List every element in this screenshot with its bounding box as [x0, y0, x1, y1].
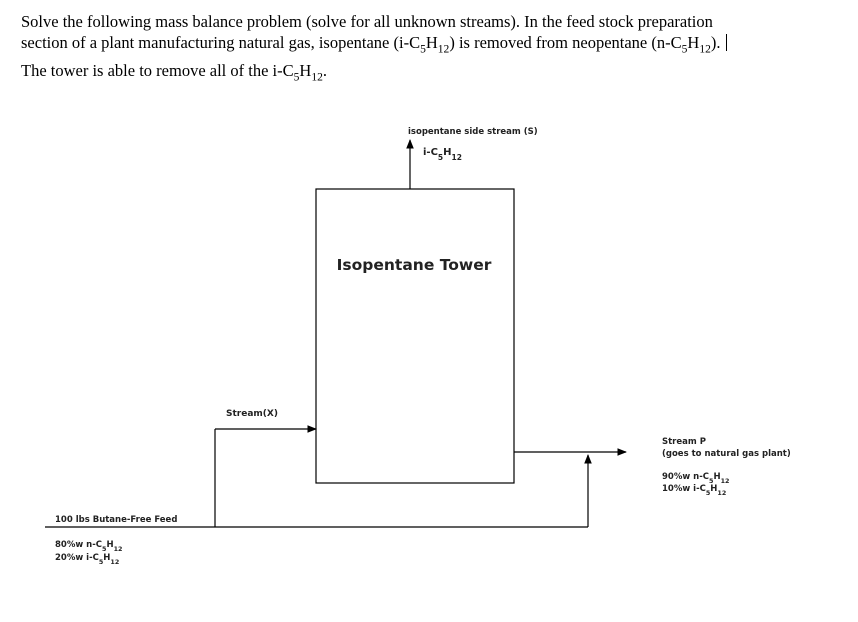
stream-p-comp1: 90%w n-C5H12 [662, 472, 729, 485]
problem-line-1: Solve the following mass balance problem… [21, 12, 713, 31]
stream-x-label: Stream(X) [226, 409, 278, 419]
isopentane-tower [315, 188, 515, 484]
problem-line-2-text: section of a plant manufacturing natural… [21, 33, 721, 56]
feed-label: 100 lbs Butane-Free Feed [55, 515, 177, 525]
text-cursor [725, 34, 727, 51]
problem-line-3: The tower is able to remove all of the i… [21, 61, 327, 84]
side-stream-component: i-C5H12 [423, 147, 462, 162]
problem-statement: Solve the following mass balance problem… [21, 11, 841, 89]
side-stream-label: isopentane side stream (S) [408, 127, 538, 137]
feed-comp1: 80%w n-C5H12 [55, 540, 122, 553]
stream-p-label: Stream P [662, 437, 706, 447]
feed-comp2: 20%w i-C5H12 [55, 553, 119, 566]
problem-line-2: section of a plant manufacturing natural… [21, 32, 841, 60]
tower-label: Isopentane Tower [337, 256, 492, 274]
stream-p-sublabel: (goes to natural gas plant) [662, 449, 791, 459]
stream-p-comp2: 10%w i-C5H12 [662, 484, 726, 497]
